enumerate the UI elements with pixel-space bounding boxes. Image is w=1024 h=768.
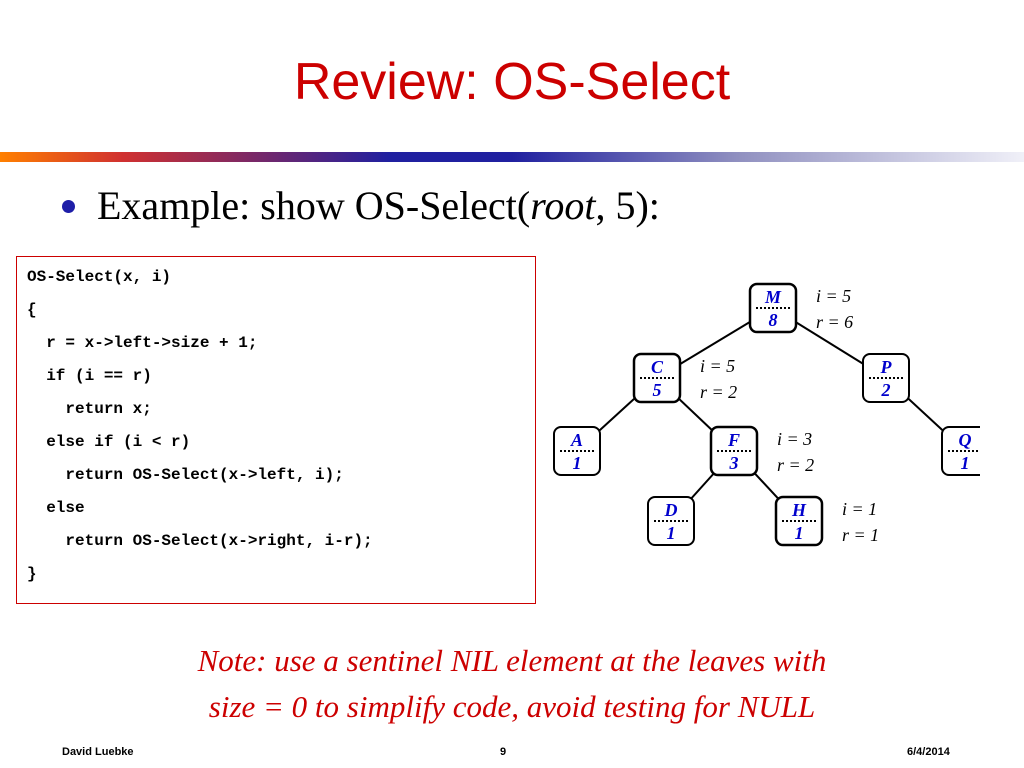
- tree-node-size: 3: [729, 453, 739, 473]
- tree-node-annotation: r = 1: [842, 525, 879, 545]
- code-line: r = x->left->size + 1;: [27, 334, 258, 352]
- tree-node-D: D1: [647, 496, 695, 546]
- tree-node-key: P: [880, 357, 893, 377]
- tree-node-size: 1: [961, 453, 970, 473]
- tree-node-key: C: [651, 357, 664, 377]
- bullet-text-suffix: , 5):: [595, 183, 660, 228]
- tree-node-A: A1: [553, 426, 601, 476]
- footer-page-number: 9: [500, 746, 507, 758]
- footer-date: 6/4/2014: [907, 746, 950, 758]
- tree-node-annotation: r = 6: [816, 312, 853, 332]
- tree-node-F: F 3 i = 3 r = 2: [709, 425, 814, 477]
- tree-node-annotation: r = 2: [777, 455, 814, 475]
- title-gradient-bar: [0, 152, 1024, 162]
- tree-node-size: 5: [653, 380, 662, 400]
- tree-node-size: 1: [573, 453, 582, 473]
- slide-title: Review: OS-Select: [293, 53, 731, 111]
- code-line: else if (i < r): [27, 433, 191, 451]
- tree-node-key: M: [764, 287, 782, 307]
- note-line-1: Note: use a sentinel NIL element at the …: [197, 643, 827, 678]
- tree-node-annotation: r = 2: [700, 382, 737, 402]
- tree-node-M: M 8 i = 5 r = 6: [748, 282, 853, 334]
- tree-node-key: H: [791, 500, 807, 520]
- tree-node-size: 8: [769, 310, 778, 330]
- tree-node-H: H 1 i = 1 r = 1: [774, 495, 879, 547]
- bullet-dot-icon: [62, 200, 75, 214]
- code-line: return OS-Select(x->right, i-r);: [27, 532, 373, 550]
- bullet-text-prefix: Example: show OS-Select(: [97, 183, 531, 228]
- tree-node-C: C 5 i = 5 r = 2: [632, 352, 737, 404]
- code-line: else: [27, 499, 85, 517]
- tree-node-annotation: i = 3: [777, 429, 812, 449]
- tree-node-Q: Q1: [941, 426, 980, 476]
- tree-node-size: 2: [881, 380, 891, 400]
- tree-node-annotation: i = 5: [816, 286, 851, 306]
- tree-node-key: D: [664, 500, 678, 520]
- code-line: if (i == r): [27, 367, 152, 385]
- code-line: return OS-Select(x->left, i);: [27, 466, 344, 484]
- tree-node-annotation: i = 5: [700, 356, 735, 376]
- tree-node-key: Q: [959, 430, 972, 450]
- footer-author: David Luebke: [62, 746, 134, 758]
- code-line: }: [27, 565, 37, 583]
- tree-node-size: 1: [795, 523, 804, 543]
- tree-node-P: P2: [862, 353, 910, 403]
- tree-node-key: A: [570, 430, 583, 450]
- code-line: {: [27, 301, 37, 319]
- note-line-2: size = 0 to simplify code, avoid testing…: [208, 689, 816, 724]
- code-box: OS-Select(x, i) { r = x->left->size + 1;…: [16, 256, 536, 604]
- tree-node-annotation: i = 1: [842, 499, 877, 519]
- tree-node-key: F: [727, 430, 740, 450]
- code-line: return x;: [27, 400, 152, 418]
- bullet-text-italic: root: [530, 183, 596, 228]
- code-line: OS-Select(x, i): [27, 268, 172, 286]
- tree-node-size: 1: [667, 523, 676, 543]
- bullet-item: Example: show OS-Select(root, 5):: [62, 180, 660, 232]
